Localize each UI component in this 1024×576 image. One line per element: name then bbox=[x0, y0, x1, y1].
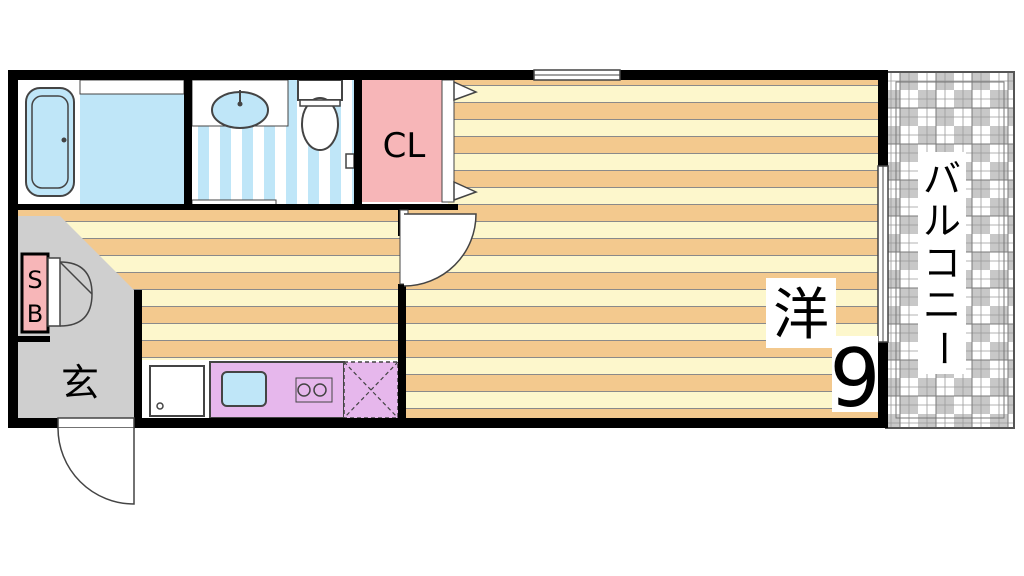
western-room-size: 9 bbox=[830, 332, 881, 425]
western-room-label: 洋 bbox=[773, 283, 829, 348]
washroom-toilet bbox=[191, 79, 355, 207]
windows bbox=[533, 69, 889, 343]
balcony-label-char: コ bbox=[923, 241, 961, 285]
western-size-bg bbox=[832, 336, 878, 412]
western-room-floor bbox=[448, 80, 878, 210]
kitchen bbox=[142, 361, 404, 419]
fridge-space bbox=[149, 365, 205, 417]
shoe-box-label-b: B bbox=[27, 300, 43, 328]
entrance-label: 玄 bbox=[61, 361, 99, 405]
bathroom bbox=[18, 79, 185, 204]
stove-burner-icon-2 bbox=[313, 383, 327, 397]
balcony-label-char: ル bbox=[923, 199, 961, 243]
stove-burner-icon bbox=[297, 383, 311, 397]
closet-label: CL bbox=[383, 126, 426, 166]
balcony-label-char: ー bbox=[921, 329, 965, 367]
balcony-label-char: ニ bbox=[923, 283, 961, 327]
entrance-door bbox=[57, 417, 135, 505]
balcony-label-bg bbox=[918, 152, 966, 374]
western-label-bg bbox=[766, 278, 836, 348]
toilet-icon bbox=[301, 97, 339, 151]
balcony-label-char: バ bbox=[923, 157, 961, 201]
closet: CL bbox=[362, 79, 478, 203]
kitchen-sink-icon bbox=[221, 371, 267, 407]
shoe-box-label-s: S bbox=[27, 266, 42, 294]
shoe-box: S B bbox=[20, 252, 93, 334]
bathtub-icon bbox=[25, 87, 75, 197]
room-door bbox=[399, 209, 477, 287]
